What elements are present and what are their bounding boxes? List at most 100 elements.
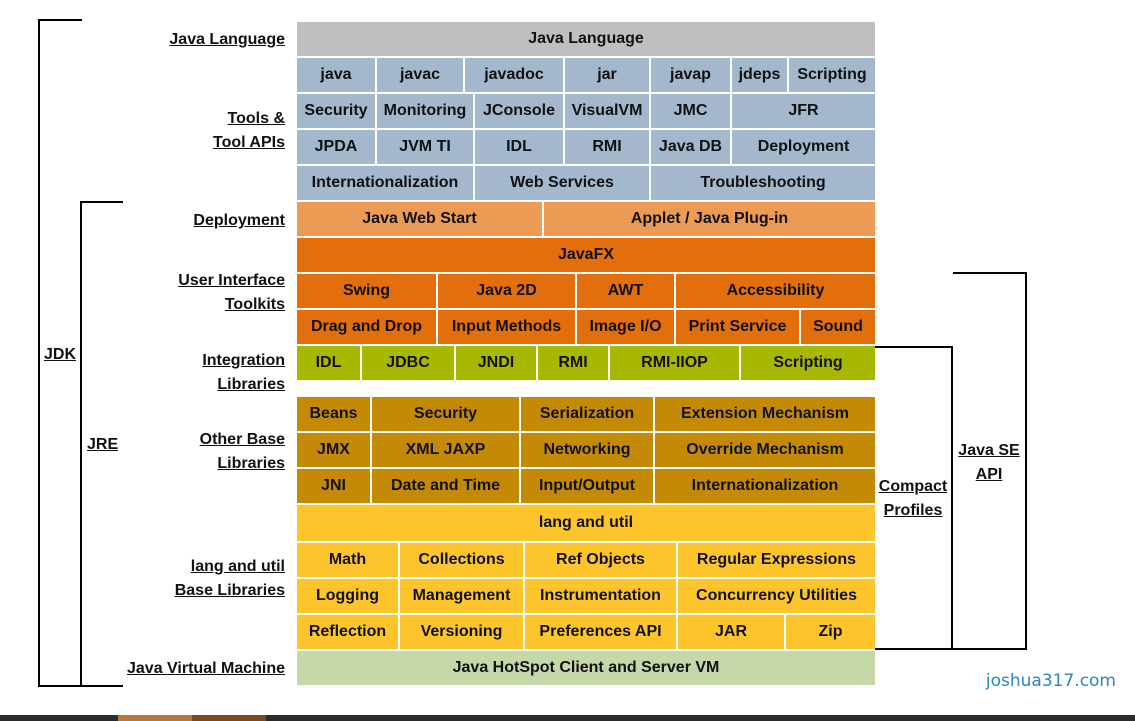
cell-tools1-jdeps: jdeps (732, 58, 789, 94)
cell-lu2-logging: Logging (297, 579, 400, 615)
cell-deploy-applet-java-plug-in: Applet / Java Plug-in (544, 202, 875, 238)
cell-lu2-management: Management (400, 579, 525, 615)
compact-bracket-bottom (874, 648, 953, 650)
label-integration-line2: Libraries (217, 376, 285, 393)
cell-tools3-jvm-ti: JVM TI (377, 130, 475, 166)
cell-tools4-internationalization: Internationalization (297, 166, 475, 202)
cell-other2-xml-jaxp: XML JAXP (372, 433, 521, 469)
cell-ui2-sound: Sound (801, 310, 875, 346)
cell-tools3-deployment: Deployment (732, 130, 875, 166)
cell-lu2-concurrency-utilities: Concurrency Utilities (678, 579, 875, 615)
cell-other1-serialization: Serialization (521, 397, 655, 433)
cell-ui2-image-i-o: Image I/O (577, 310, 676, 346)
label-deployment: Deployment (193, 212, 285, 229)
cell-jvm-java-hotspot-client-and-server-vm: Java HotSpot Client and Server VM (297, 651, 875, 687)
label-java-language: Java Language (169, 31, 285, 48)
label-langutil-line1: lang and util (190, 558, 285, 575)
label-other-line2: Libraries (217, 455, 285, 472)
cell-lu1-math: Math (297, 543, 400, 579)
cell-other3-jni: JNI (297, 469, 372, 505)
label-other-base: Other Base Libraries (200, 428, 285, 476)
label-ui-line1: User Interface (178, 272, 285, 289)
cell-ui1-awt: AWT (577, 274, 676, 310)
label-other-line1: Other Base (199, 431, 285, 448)
label-jre: JRE (87, 436, 119, 453)
cell-tools3-idl: IDL (475, 130, 565, 166)
cell-ui2-print-service: Print Service (676, 310, 801, 346)
cell-langutil-lang-and-util: lang and util (297, 505, 875, 543)
compact-bracket-top (874, 346, 953, 348)
cell-tools3-java-db: Java DB (651, 130, 732, 166)
jdk-bracket-bottom (38, 685, 82, 687)
label-compact-line1: Compact (878, 478, 948, 495)
jdk-bracket-line (38, 19, 40, 687)
cell-javafx-javafx: JavaFX (297, 238, 875, 274)
cell-lu1-ref-objects: Ref Objects (525, 543, 678, 579)
cell-other3-internationalization: Internationalization (655, 469, 875, 505)
label-langutil-line2: Base Libraries (174, 582, 285, 599)
cell-other2-override-mechanism: Override Mechanism (655, 433, 875, 469)
cell-tools2-monitoring: Monitoring (377, 94, 475, 130)
label-tools: Tools & Tool APIs (213, 107, 285, 155)
cell-lu3-jar: JAR (678, 615, 786, 651)
cell-lu3-zip: Zip (786, 615, 875, 651)
cell-tools1-javadoc: javadoc (465, 58, 565, 94)
cell-ui1-swing: Swing (297, 274, 438, 310)
jre-bracket-top (80, 201, 123, 203)
cell-integration-rmi: RMI (538, 346, 610, 382)
cell-lu3-versioning: Versioning (400, 615, 525, 651)
label-javase-line2: API (975, 466, 1003, 483)
taskbar-segment (192, 715, 266, 721)
bottom-taskbar (0, 715, 1135, 721)
cell-other3-input-output: Input/Output (521, 469, 655, 505)
cell-other1-security: Security (372, 397, 521, 433)
cell-tools1-java: java (297, 58, 377, 94)
cell-tools2-jfr: JFR (732, 94, 875, 130)
cell-tools2-jconsole: JConsole (475, 94, 565, 130)
cell-tools2-visualvm: VisualVM (565, 94, 651, 130)
cell-lu3-preferences-api: Preferences API (525, 615, 678, 651)
cell-ui1-accessibility: Accessibility (676, 274, 875, 310)
cell-integration-jdbc: JDBC (362, 346, 456, 382)
label-integration: Integration Libraries (202, 349, 285, 397)
cell-tools3-jpda: JPDA (297, 130, 377, 166)
cell-tools4-troubleshooting: Troubleshooting (651, 166, 875, 202)
label-ui-toolkits: User Interface Toolkits (178, 269, 285, 317)
cell-integration-idl: IDL (297, 346, 362, 382)
javase-bracket-line (1025, 272, 1027, 650)
javase-bracket-bottom (953, 648, 1027, 650)
taskbar-segment (118, 715, 192, 721)
cell-ui2-drag-and-drop: Drag and Drop (297, 310, 438, 346)
cell-other3-date-and-time: Date and Time (372, 469, 521, 505)
cell-lu1-collections: Collections (400, 543, 525, 579)
cell-tools2-security: Security (297, 94, 377, 130)
cell-integration-scripting: Scripting (741, 346, 875, 382)
label-jdk: JDK (44, 346, 77, 363)
cell-other1-extension-mechanism: Extension Mechanism (655, 397, 875, 433)
jre-bracket-line (80, 201, 82, 687)
label-integration-line1: Integration (202, 352, 285, 369)
cell-integration-jndi: JNDI (456, 346, 538, 382)
cell-tools1-javap: javap (651, 58, 732, 94)
cell-tools1-jar: jar (565, 58, 651, 94)
compact-bracket-line (951, 346, 953, 650)
label-javase-api: Java SE API (954, 439, 1024, 487)
label-tools-line2: Tool APIs (213, 134, 285, 151)
label-compact-line2: Profiles (883, 502, 943, 519)
cell-lu1-regular-expressions: Regular Expressions (678, 543, 875, 579)
cell-tools1-javac: javac (377, 58, 465, 94)
cell-lu2-instrumentation: Instrumentation (525, 579, 678, 615)
label-javase-line1: Java SE (958, 442, 1020, 459)
cell-ui1-java-2d: Java 2D (438, 274, 577, 310)
jre-bracket-bottom (80, 685, 123, 687)
cell-tools3-rmi: RMI (565, 130, 651, 166)
site-credit: joshua317.com (985, 671, 1116, 691)
cell-tools2-jmc: JMC (651, 94, 732, 130)
cell-other2-networking: Networking (521, 433, 655, 469)
label-compact-profiles: Compact Profiles (876, 475, 950, 523)
javase-bracket-top (953, 272, 1027, 274)
cell-ui2-input-methods: Input Methods (438, 310, 577, 346)
label-jvm: Java Virtual Machine (127, 660, 285, 677)
label-ui-line2: Toolkits (224, 296, 285, 313)
cell-tools1-scripting: Scripting (789, 58, 875, 94)
